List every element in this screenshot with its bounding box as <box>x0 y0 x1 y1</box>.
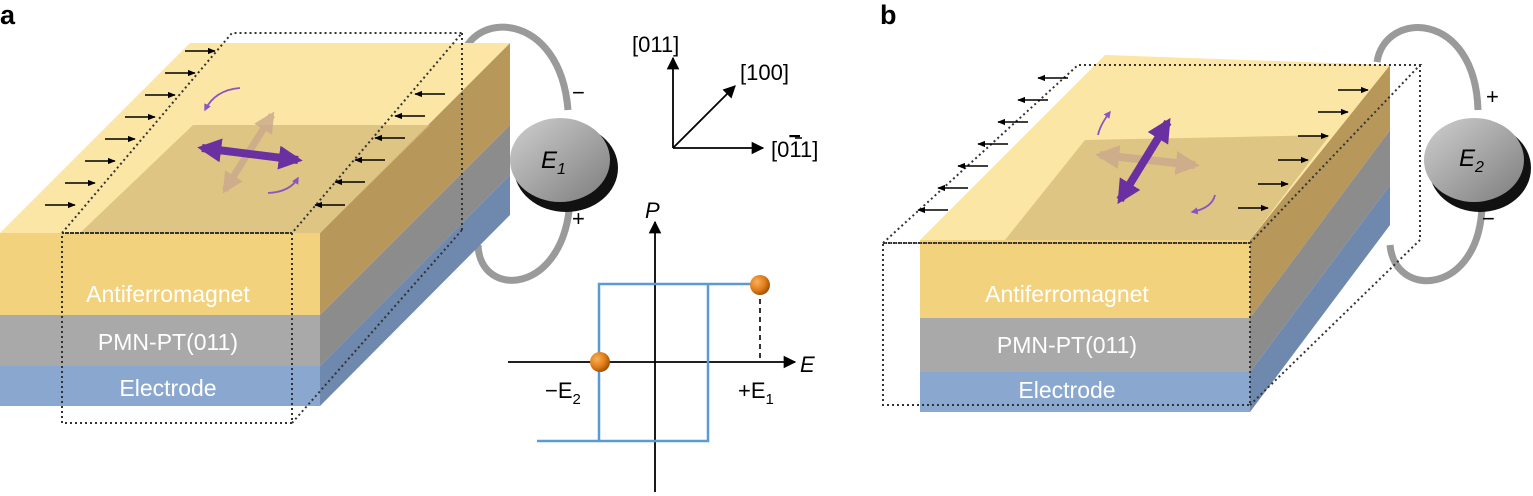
axis-label-011: [011] <box>632 32 679 57</box>
neel-vector-arrow-a <box>197 138 303 170</box>
layer-label-afm-b: Antiferromagnet <box>985 281 1149 307</box>
rotation-arrow-top-b <box>1097 110 1111 136</box>
layer-label-electrode-a: Electrode <box>119 375 216 401</box>
spin-arrows-right-a <box>314 90 445 209</box>
knob-top-sign-b: + <box>1486 84 1499 109</box>
electrode-front-b <box>920 372 1250 412</box>
pmn-front-b <box>920 318 1250 372</box>
crystal-axes: [011] [100] [011] <box>632 32 818 162</box>
pmn-side-a <box>320 125 510 366</box>
wire-bottom-b <box>1386 204 1486 285</box>
afm-side-a <box>320 43 510 315</box>
panel-a: a <box>0 0 618 424</box>
knob-bottom-sign-b: − <box>1482 206 1495 231</box>
knob-bottom-sign-a: + <box>572 206 585 231</box>
electrode-front-a <box>0 366 320 406</box>
spin-arrows-left-b <box>917 74 1068 214</box>
dotted-box-b <box>880 64 1423 406</box>
label-plus-e1: +E1 <box>738 378 774 408</box>
state-sphere-right <box>750 275 770 295</box>
axis-label-100: [100] <box>740 60 789 85</box>
p-axis-label: P <box>645 198 660 223</box>
layer-label-afm-a: Antiferromagnet <box>86 281 250 307</box>
panel-label-a: a <box>0 0 16 30</box>
hysteresis-plot: P E −E2 +E1 <box>508 198 815 492</box>
knob-top-sign-a: − <box>572 80 585 105</box>
hysteresis-loop <box>537 282 760 443</box>
pmn-side-b <box>1250 130 1390 372</box>
e-axis-label: E <box>800 352 815 377</box>
layer-label-electrode-b: Electrode <box>1018 377 1115 403</box>
electrode-side-b <box>1250 185 1390 412</box>
afm-front-a <box>0 233 320 315</box>
rotation-arrow-top-a <box>204 87 241 112</box>
voltage-knob-a: E1 <box>510 118 618 212</box>
knob-label-a: E1 <box>541 147 566 178</box>
voltage-knob-b: E2 <box>1424 118 1531 212</box>
afm-side-b <box>1250 65 1390 318</box>
axis-100 <box>672 85 736 149</box>
neel-vector-arrow-b <box>1116 117 1172 205</box>
spin-arrows-right-b <box>1238 86 1369 212</box>
wire-bottom-a <box>474 199 574 284</box>
wire-top-b <box>1373 24 1482 111</box>
afm-front-b <box>920 240 1250 318</box>
spin-arrows-left-a <box>45 47 216 209</box>
electrode-side-a <box>320 175 510 406</box>
knob-label-b: E2 <box>1459 145 1484 176</box>
panel-label-b: b <box>880 0 897 30</box>
layer-label-pmn-a: PMN-PT(011) <box>98 329 238 355</box>
panel-b: b <box>880 0 1531 412</box>
state-sphere-left <box>590 352 610 372</box>
dotted-box-a <box>59 32 465 424</box>
axis-label-0-11: [011] <box>771 137 818 162</box>
rotation-arrow-bottom-a <box>267 176 299 194</box>
pmn-front-a <box>0 315 320 366</box>
layer-label-pmn-b: PMN-PT(011) <box>997 332 1137 358</box>
rotation-arrow-bottom-b <box>1190 194 1216 215</box>
label-minus-e2: −E2 <box>545 378 581 408</box>
